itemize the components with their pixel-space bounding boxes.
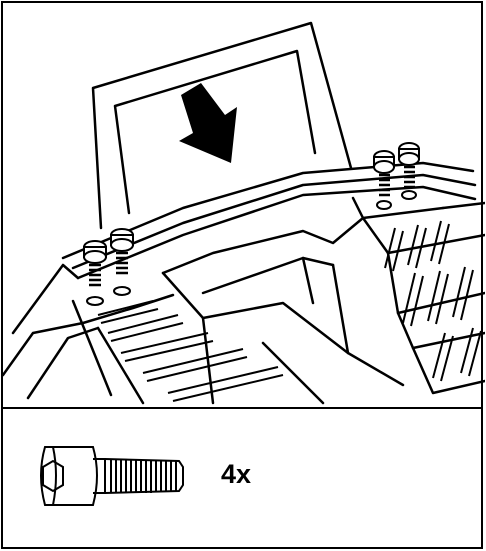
screw-left-pair [83, 228, 134, 306]
case-lid-drawing [3, 21, 485, 405]
down-arrow-icon [179, 83, 237, 163]
screw-quantity-label: 4x [221, 459, 252, 489]
hex-socket-cap-screw-icon [40, 446, 184, 506]
vent-slots-left [97, 300, 284, 402]
vent-slots-right [384, 220, 482, 382]
backrest-inner [113, 49, 317, 215]
screw-right-pair [373, 142, 420, 210]
assembly-illustration [3, 3, 485, 407]
section-divider [3, 407, 481, 409]
parts-list: 4x [3, 409, 485, 551]
backrest-outer [91, 21, 353, 230]
